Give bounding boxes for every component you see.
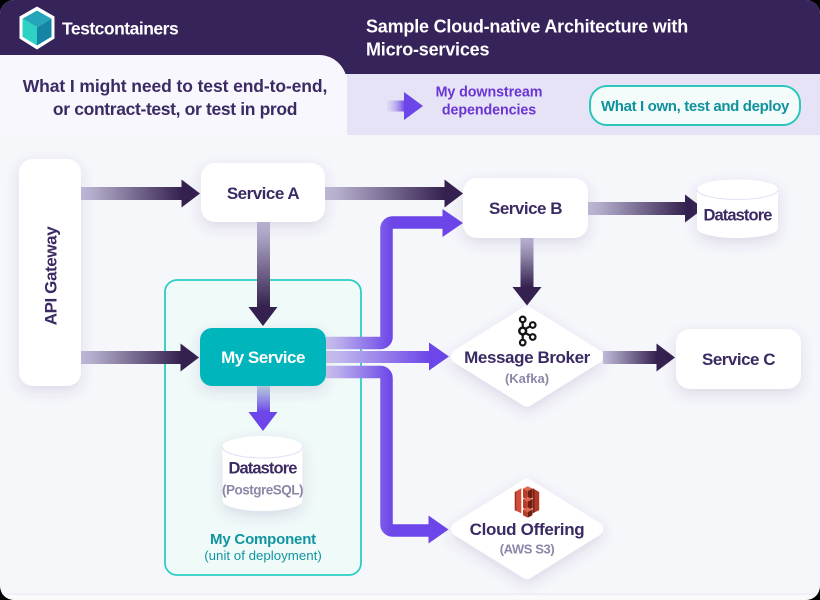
svg-text:or contract-test, or test in p: or contract-test, or test in prod xyxy=(53,99,297,119)
svg-text:Micro-services: Micro-services xyxy=(366,40,489,60)
svg-text:Datastore: Datastore xyxy=(703,207,772,225)
svg-text:(PostgreSQL): (PostgreSQL) xyxy=(222,483,303,498)
svg-text:Sample Cloud-native Architectu: Sample Cloud-native Architecture with xyxy=(366,17,688,37)
svg-text:My downstream: My downstream xyxy=(436,85,543,101)
svg-text:My Service: My Service xyxy=(221,348,305,367)
svg-text:Service B: Service B xyxy=(489,199,562,218)
svg-text:Datastore: Datastore xyxy=(228,460,297,478)
svg-text:dependencies: dependencies xyxy=(442,103,536,119)
svg-text:(unit of deployment): (unit of deployment) xyxy=(204,548,322,563)
svg-text:What I might need to test end-: What I might need to test end-to-end, xyxy=(23,76,327,96)
svg-text:Service C: Service C xyxy=(702,350,775,369)
svg-text:What I own, test and deploy: What I own, test and deploy xyxy=(601,98,790,115)
svg-text:Service A: Service A xyxy=(227,184,300,203)
svg-text:API Gateway: API Gateway xyxy=(42,226,61,326)
svg-text:My Component: My Component xyxy=(210,531,316,548)
svg-text:Message Broker: Message Broker xyxy=(464,348,591,367)
svg-text:Testcontainers: Testcontainers xyxy=(62,19,179,39)
svg-text:(Kafka): (Kafka) xyxy=(505,371,549,386)
svg-text:(AWS S3): (AWS S3) xyxy=(500,542,555,557)
svg-text:Cloud Offering: Cloud Offering xyxy=(470,520,585,539)
